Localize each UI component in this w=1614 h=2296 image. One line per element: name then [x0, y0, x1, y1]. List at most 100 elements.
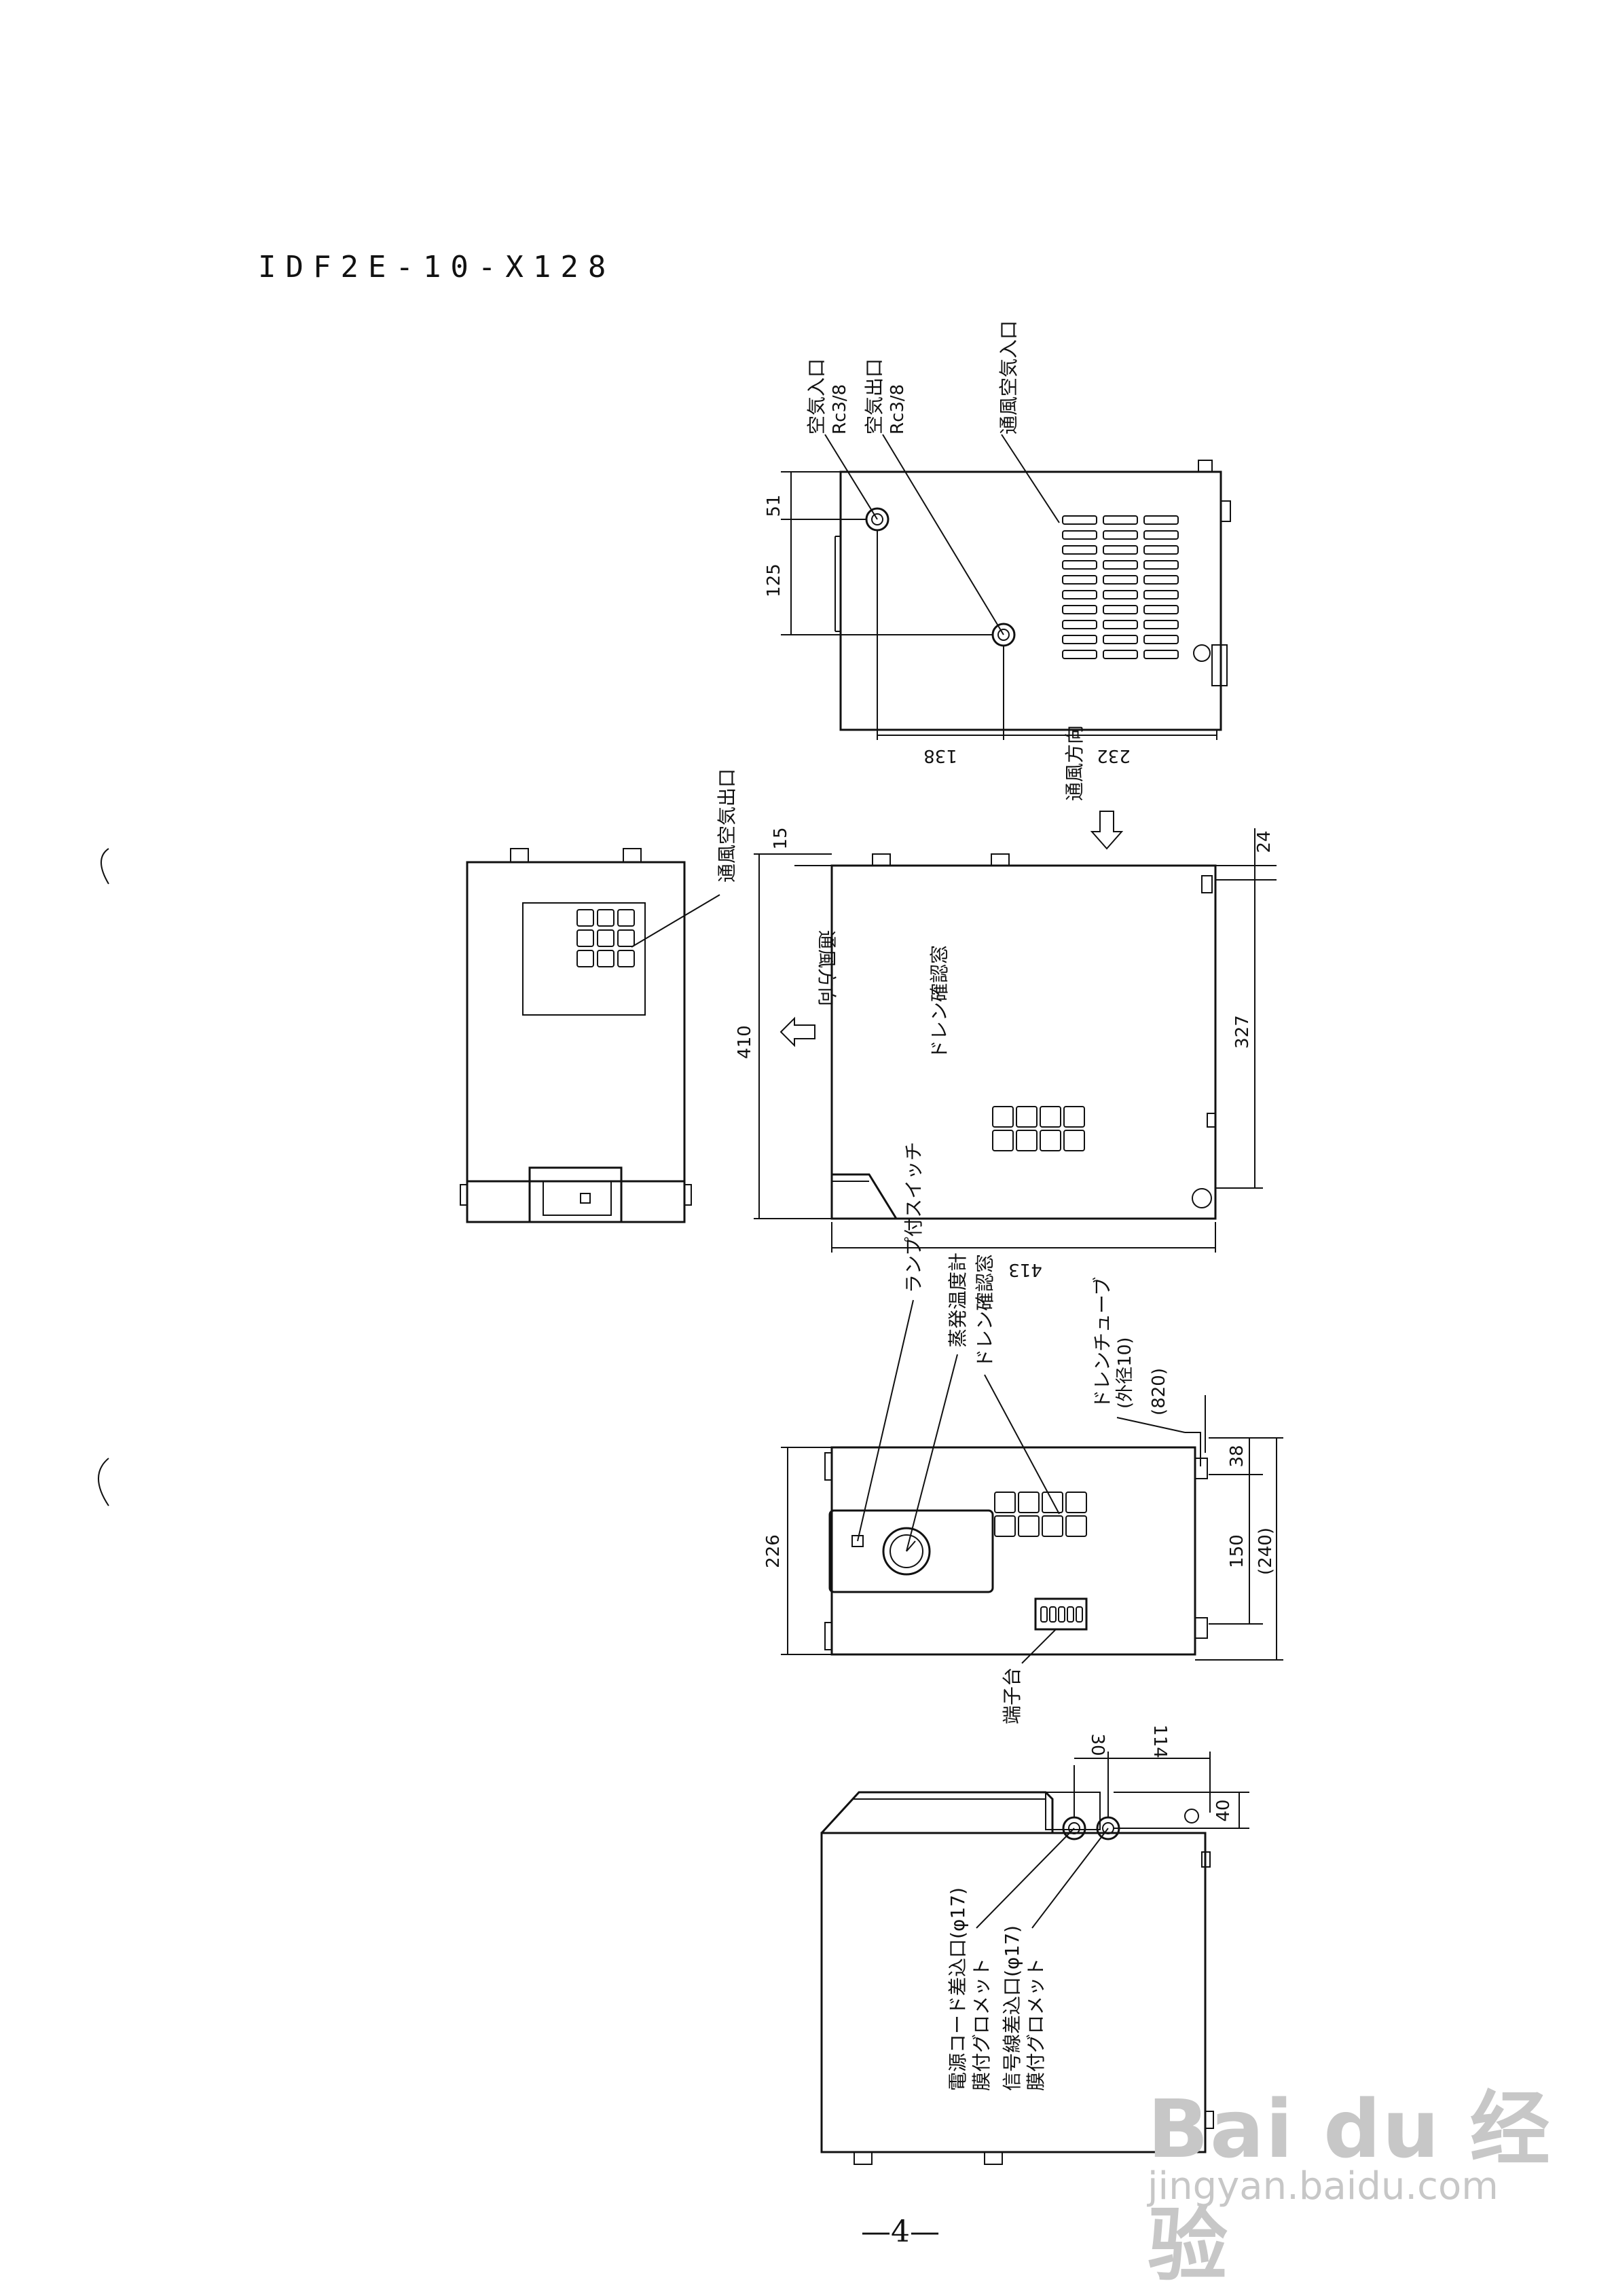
vent-slot [1103, 605, 1138, 614]
label-evap-thermometer: 蒸発温度計 [947, 1253, 969, 1348]
drain-window-cell [1040, 1106, 1061, 1128]
vent-slot [1062, 650, 1097, 659]
vent-slot [1103, 545, 1138, 555]
vent-cell [576, 950, 594, 967]
watermark-brand: Bai du 经验 [1148, 2082, 1552, 2292]
drain-window-cell [1042, 1492, 1063, 1513]
dim-30: 30 [1087, 1733, 1107, 1756]
drain-window-cell [1065, 1515, 1087, 1537]
dim-40: 40 [1213, 1799, 1234, 1821]
label-air-inlet-thread: Rc3/8 [830, 384, 850, 434]
vent-slot [1103, 590, 1138, 599]
dim-24: 24 [1254, 830, 1274, 853]
side-view: 15 410 24 327 413 通風方向 通風方向 ドレン確認窓 [735, 725, 1277, 1280]
label-air-outlet-thread: Rc3/8 [887, 384, 908, 434]
vent-slot [1143, 635, 1179, 644]
terminal-screw [1067, 1606, 1074, 1623]
drain-window-cell [992, 1106, 1014, 1128]
vent-cell [597, 929, 615, 947]
vent-slot [1143, 545, 1179, 555]
vent-slot [1062, 605, 1097, 614]
airflow-arrow-left [780, 1016, 815, 1048]
vent-slot [1103, 620, 1138, 629]
label-air-inlet: 空気入口 [805, 358, 828, 434]
label-drain-window-side: ドレン確認窓 [928, 945, 951, 1059]
drain-window-cell [994, 1515, 1016, 1537]
vent-slot [1143, 515, 1179, 525]
vent-slot [1103, 530, 1138, 540]
dim-232: 232 [1097, 745, 1131, 766]
dim-150: 150 [1227, 1534, 1247, 1568]
cable-side-view: 30 114 40 電源コード差込口(φ17) 膜付グロメット 信号線差込口(φ… [820, 1724, 1249, 2165]
dim-51: 51 [764, 494, 784, 517]
vent-cell [617, 909, 635, 927]
label-drain-tube-od: (外径10) [1115, 1337, 1135, 1409]
vent-cell [597, 909, 615, 927]
drain-window-cell [1042, 1515, 1063, 1537]
side-view-body [830, 864, 1217, 1220]
evap-thermometer-dial [882, 1527, 931, 1576]
vent-slot [1103, 560, 1138, 570]
label-signal-wire-inlet: 信号線差込口(φ17) [1001, 1925, 1023, 2091]
punch-hole-mark-bottom [98, 1458, 109, 1506]
label-drain-window-front: ドレン確認窓 [974, 1254, 996, 1368]
label-lamp-switch: ランプ付スイッチ [902, 1142, 925, 1293]
front-drain-window [994, 1492, 1087, 1537]
vent-slot [1062, 575, 1097, 585]
vent-slot [1062, 560, 1097, 570]
drain-window-cell [1018, 1492, 1040, 1513]
front-view-body [830, 1446, 1196, 1656]
cable-side-body [820, 1832, 1207, 2153]
vent-louvres [1062, 515, 1179, 659]
top-view: 通風空気出口 [460, 769, 738, 1223]
dim-15: 15 [771, 827, 791, 849]
vent-slot [1062, 530, 1097, 540]
dim-413: 413 [1008, 1259, 1042, 1280]
model-title: IDF2E-10-X128 [258, 250, 616, 284]
vent-cell [576, 909, 594, 927]
drain-tube [1185, 1432, 1201, 1466]
vent-slot [1103, 515, 1138, 525]
side-drain-window [992, 1106, 1085, 1151]
dim-820: (820) [1149, 1368, 1169, 1415]
front-view: 226 38 150 (240) (820) ランプ付スイッチ 蒸発温度計 ドレ… [763, 1142, 1283, 1724]
terminal-screw [1076, 1606, 1083, 1623]
label-power-cord-grommet: 膜付グロメット [970, 1958, 993, 2091]
vent-slot [1103, 650, 1138, 659]
vent-slot [1143, 620, 1179, 629]
vent-slot [1062, 635, 1097, 644]
vent-cell [617, 950, 635, 967]
label-terminal-block: 端子台 [1001, 1667, 1023, 1724]
punch-hole-mark-top [100, 848, 109, 885]
lamp-switch [851, 1535, 864, 1547]
vent-slot [1143, 590, 1179, 599]
vent-slot [1143, 650, 1179, 659]
vent-slot [1143, 560, 1179, 570]
dim-226: 226 [763, 1534, 784, 1568]
dim-138: 138 [923, 745, 957, 766]
vent-slot [1062, 545, 1097, 555]
dim-125: 125 [764, 563, 784, 597]
label-vent-air-inlet: 通風空気入口 [997, 320, 1020, 434]
vent-slot [1143, 605, 1179, 614]
label-airflow-direction-side: 通風方向 [815, 930, 838, 1006]
power-cord-inlet [1062, 1816, 1086, 1840]
vent-slot [1103, 635, 1138, 644]
drain-window-cell [1018, 1515, 1040, 1537]
vent-cell [617, 929, 635, 947]
drain-window-cell [992, 1130, 1014, 1151]
watermark-url: jingyan.baidu.com [1148, 2164, 1499, 2208]
drain-window-cell [1016, 1106, 1038, 1128]
terminal-screw [1058, 1606, 1065, 1623]
vent-slot [1062, 515, 1097, 525]
label-power-cord-inlet: 電源コード差込口(φ17) [947, 1887, 969, 2091]
top-vent-grid [576, 909, 635, 967]
watermark: Bai du 经验 jingyan.baidu.com [1148, 2064, 1614, 2296]
terminal-block [1034, 1597, 1088, 1631]
top-view-body [466, 861, 686, 1183]
drain-window-cell [1065, 1492, 1087, 1513]
rear-view: 51 125 138 232 空気入口 Rc3/8 空気出口 Rc3/8 通風空… [764, 320, 1231, 766]
label-airflow-direction-top: 通風方向 [1063, 725, 1086, 801]
